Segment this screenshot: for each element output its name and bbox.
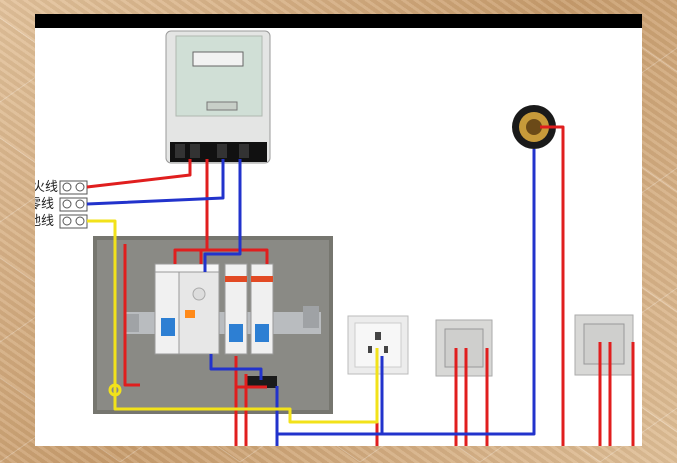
neutral-wire-input — [86, 159, 225, 206]
input-terminal-block — [59, 180, 88, 229]
din-rail — [125, 312, 321, 334]
wall-switch-1 — [435, 319, 493, 377]
neutral-wire-meter-out — [203, 159, 242, 272]
neutral-bar — [247, 376, 277, 388]
top-black-band — [35, 14, 642, 28]
live-wire-lamp — [540, 125, 565, 446]
earth-ring — [108, 383, 122, 397]
wires — [86, 125, 635, 446]
live-wire-input — [86, 159, 192, 189]
branch-breaker-1 — [224, 263, 248, 355]
lamp-holder — [512, 105, 556, 149]
wiring-diagram — [59, 30, 635, 446]
label-earth-wire: 地线 — [35, 214, 55, 229]
wiring-photo: 火线 零线 地线 — [35, 14, 642, 446]
earth-wire — [87, 219, 379, 424]
branch-breaker-2 — [250, 263, 274, 355]
main-residual-breaker — [154, 263, 220, 355]
electricity-meter — [165, 30, 271, 164]
label-neutral-wire: 零线 — [35, 197, 55, 212]
neutral-wire-lamp — [277, 149, 536, 436]
wall-switch-2 — [574, 314, 634, 376]
label-live-wire: 火线 — [35, 180, 59, 195]
